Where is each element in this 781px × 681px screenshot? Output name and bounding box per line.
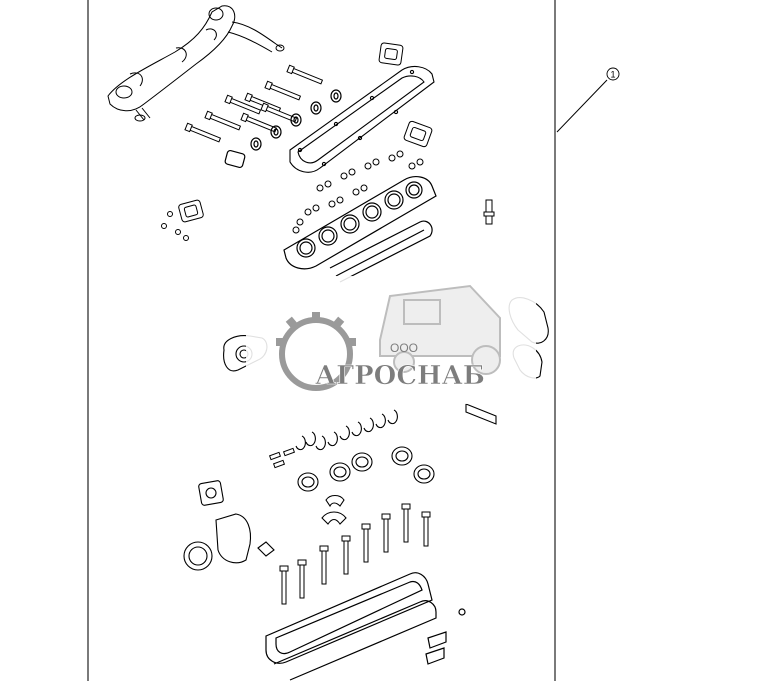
combine-harvester-icon <box>379 284 501 375</box>
cylinder-head-gasket <box>283 176 437 283</box>
valve-cover-gasket <box>289 65 435 173</box>
callout-number: 1 <box>610 70 615 80</box>
retaining-clips <box>268 447 296 469</box>
oil-pan-gasket <box>265 572 466 681</box>
water-outlet-gasket <box>161 199 204 241</box>
crank-seal-rings <box>295 409 398 451</box>
rear-seal-housing-gasket <box>183 480 275 571</box>
agrosnab-watermark: ООО АГРОСНАБ <box>246 276 536 404</box>
watermark-company-name: АГРОСНАБ <box>315 361 485 391</box>
watermark-prefix: ООО <box>390 341 418 355</box>
exhaust-manifold <box>107 5 285 122</box>
access-cover-gasket <box>378 42 433 148</box>
block-bolts <box>279 503 431 605</box>
manifold-bolts <box>184 64 324 143</box>
valve-stem-seals <box>292 150 424 234</box>
sealing-rings-upper <box>224 89 342 169</box>
callout-1[interactable]: 1 <box>556 67 620 133</box>
main-bearing-shells <box>297 446 435 525</box>
gear-teeth-icon <box>276 312 356 346</box>
diagram-frame <box>87 0 556 681</box>
plug-fitting <box>483 199 495 225</box>
